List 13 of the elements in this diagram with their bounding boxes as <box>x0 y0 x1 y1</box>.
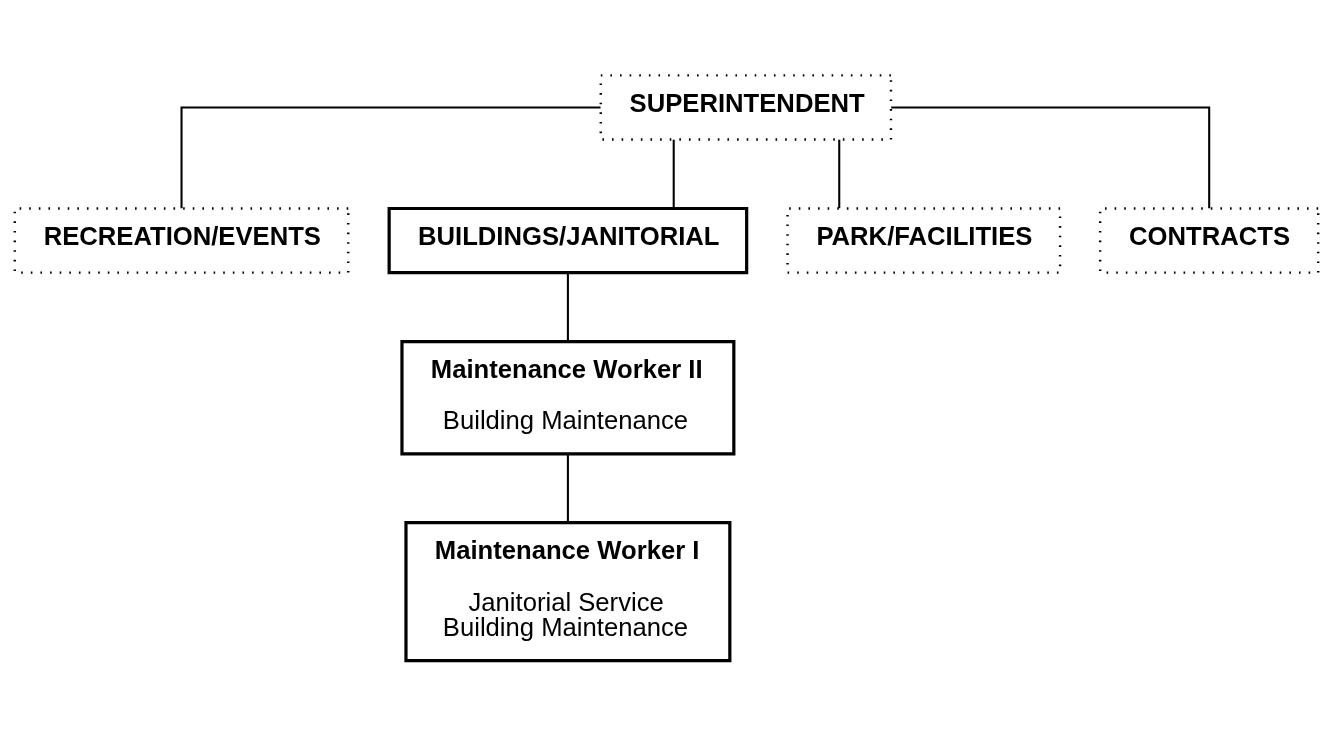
connector <box>566 454 569 523</box>
node-box: Maintenance Worker II Building Maintenance <box>400 339 736 456</box>
connector <box>891 106 1211 209</box>
node-box: BUILDINGS/JANITORIAL <box>387 206 749 275</box>
node-box: RECREATION/EVENTS <box>13 207 350 274</box>
node-box: Maintenance Worker I Janitorial Service Building Maintenance <box>404 521 732 663</box>
connector <box>672 139 675 209</box>
connector <box>838 139 841 209</box>
connector <box>566 273 569 341</box>
node-box: PARK/FACILITIES <box>786 207 1062 274</box>
connector <box>180 106 601 209</box>
node-box: SUPERINTENDENT <box>599 74 893 141</box>
node-box: CONTRACTS <box>1098 207 1320 274</box>
